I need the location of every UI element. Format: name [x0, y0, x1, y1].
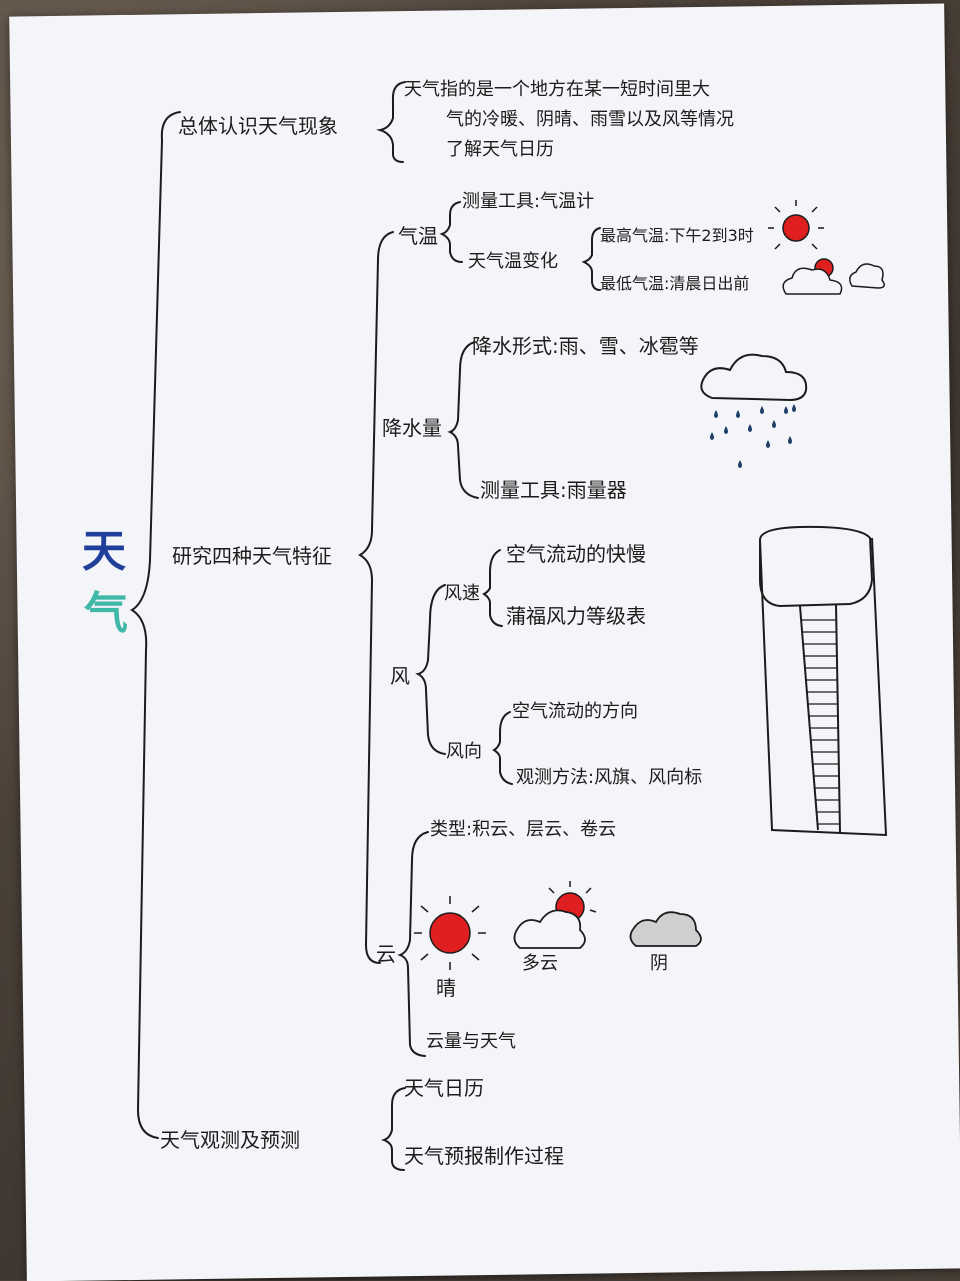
- cloud-cloudy-label: 多云: [522, 953, 558, 974]
- branch2-bracket: [358, 231, 394, 964]
- small-cloud-icon: [849, 263, 885, 289]
- precipitation-bracket: [447, 341, 479, 499]
- branch3-label: 天气观测及预测: [160, 1128, 300, 1152]
- sun-icon: [768, 200, 824, 250]
- wind-speed-bracket: [482, 549, 503, 627]
- main-bracket: [130, 111, 181, 1139]
- temperature-change: 天气温变化: [468, 251, 558, 272]
- wind-direction-item1: 空气流动的方向: [512, 701, 638, 722]
- wind-speed-item1: 空气流动的快慢: [506, 542, 646, 566]
- sunrise-cloud-icon: [782, 258, 843, 295]
- temperature-low: 最低气温:清晨日出前: [600, 274, 750, 293]
- cloud-label: 云: [376, 942, 396, 966]
- wind-direction-bracket: [492, 711, 513, 785]
- overcast-icon: [629, 911, 702, 947]
- title-char-1: 天: [82, 526, 126, 577]
- branch1-bracket: [376, 81, 406, 163]
- cloud-types: 类型:积云、层云、卷云: [430, 819, 617, 840]
- rain-gauge-drawing: [759, 525, 888, 837]
- temperature-bracket: [439, 201, 463, 263]
- cloud-bracket: [397, 831, 429, 1057]
- precipitation-label: 降水量: [382, 416, 442, 440]
- rain-cloud-icon: [700, 353, 808, 468]
- temperature-high: 最高气温:下午2到3时: [600, 226, 754, 245]
- wind-bracket: [415, 584, 446, 755]
- wind-speed-item2: 蒲福风力等级表: [506, 604, 646, 628]
- branch3-item2: 天气预报制作过程: [404, 1144, 564, 1168]
- wind-direction-item2: 观测方法:风旗、风向标: [516, 767, 703, 788]
- precipitation-tool: 测量工具:雨量器: [480, 478, 627, 502]
- branch1-label: 总体认识天气现象: [178, 114, 338, 138]
- branch1-line2: 气的冷暖、阴晴、雨雪以及风等情况: [446, 109, 734, 130]
- wind-label: 风: [390, 664, 410, 688]
- temperature-tool: 测量工具:气温计: [462, 191, 595, 212]
- temperature-change-bracket: [581, 227, 601, 291]
- title-char-2: 气: [84, 588, 128, 639]
- branch1-line1: 天气指的是一个地方在某一短时间里大: [404, 79, 710, 100]
- wind-direction-label: 风向: [446, 741, 482, 762]
- branch3-item1: 天气日历: [404, 1076, 484, 1100]
- temperature-label: 气温: [398, 224, 438, 248]
- branch2-label: 研究四种天气特征: [172, 544, 332, 568]
- wind-speed-label: 风速: [444, 583, 480, 604]
- cloud-amount: 云量与天气: [426, 1031, 516, 1052]
- precipitation-forms: 降水形式:雨、雪、冰雹等: [472, 334, 699, 358]
- branch1-line3: 了解天气日历: [446, 139, 554, 160]
- sunny-icon: [414, 896, 486, 970]
- branch3-bracket: [381, 1087, 406, 1171]
- cloud-sunny-label: 晴: [436, 976, 456, 1000]
- cloud-overcast-label: 阴: [650, 953, 668, 974]
- partly-cloudy-icon: [513, 881, 597, 949]
